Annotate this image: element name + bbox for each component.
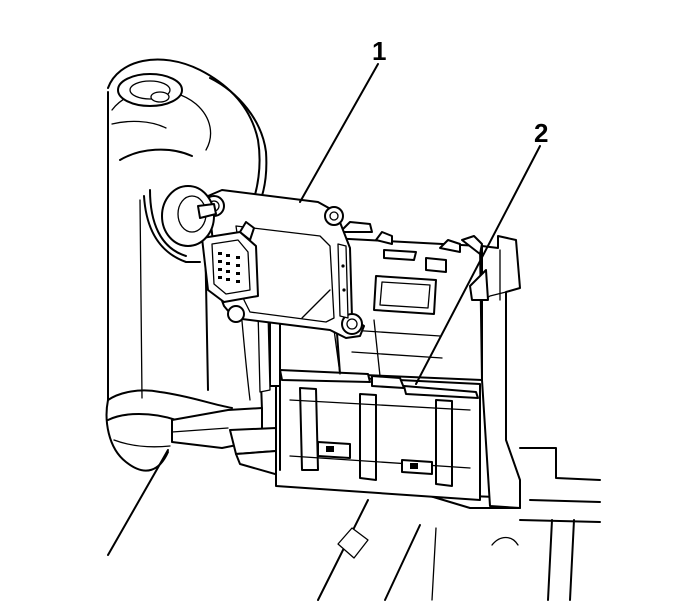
leader-line-1 <box>299 63 379 203</box>
module-bracket <box>257 221 521 509</box>
leader-lines <box>299 63 541 385</box>
callout-label-2: 2 <box>534 118 548 148</box>
leader-line-2 <box>415 145 541 385</box>
callout-label-1: 1 <box>372 36 386 66</box>
module-connector <box>143 185 259 303</box>
